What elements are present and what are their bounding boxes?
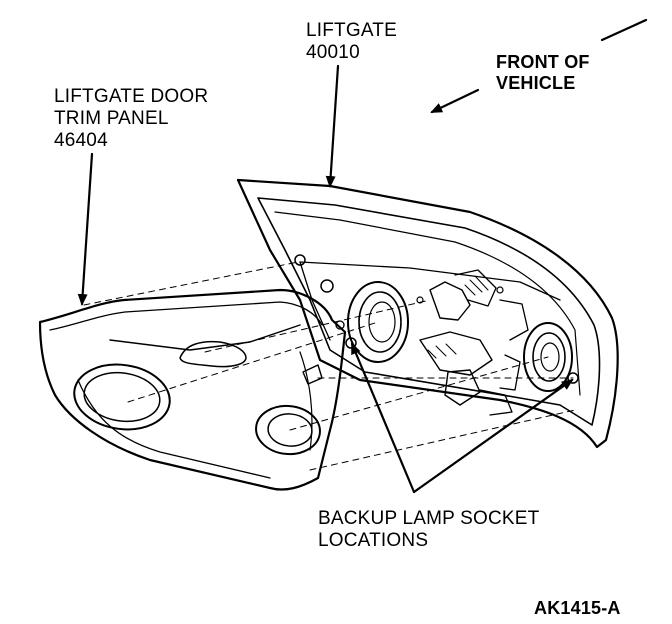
figure-code: AK1415-A — [534, 598, 621, 618]
liftgate-title: LIFTGATE — [306, 20, 397, 41]
backup-lamp-leader-right — [412, 378, 574, 494]
front-direction-arrow — [430, 88, 480, 114]
trim-panel-leader — [77, 152, 94, 306]
front-of-vehicle-line1: FRONT OF — [496, 52, 590, 72]
front-of-vehicle-line2: VEHICLE — [496, 73, 576, 93]
trim-panel-part-number: 46404 — [54, 130, 108, 151]
front-direction-tail — [600, 18, 648, 42]
backup-lamp-line2: LOCATIONS — [318, 530, 429, 551]
trim-panel-line2: TRIM PANEL — [54, 108, 169, 129]
trim-panel-line1: LIFTGATE DOOR — [54, 86, 209, 107]
backup-lamp-label: BACKUP LAMP SOCKET LOCATIONS — [318, 508, 539, 552]
leader-lines — [77, 18, 648, 494]
liftgate-label: LIFTGATE 40010 — [306, 20, 397, 64]
alignment-lines — [83, 261, 576, 471]
backup-lamp-line1: BACKUP LAMP SOCKET — [318, 508, 540, 529]
liftgate-trim-panel — [38, 288, 347, 491]
backup-lamp-leader-left — [350, 342, 416, 494]
liftgate-leader — [325, 64, 340, 188]
trim-panel-label: LIFTGATE DOOR TRIM PANEL 46404 — [54, 86, 208, 152]
liftgate-part-number: 40010 — [306, 42, 360, 63]
front-of-vehicle-label: FRONT OF VEHICLE — [496, 52, 590, 94]
